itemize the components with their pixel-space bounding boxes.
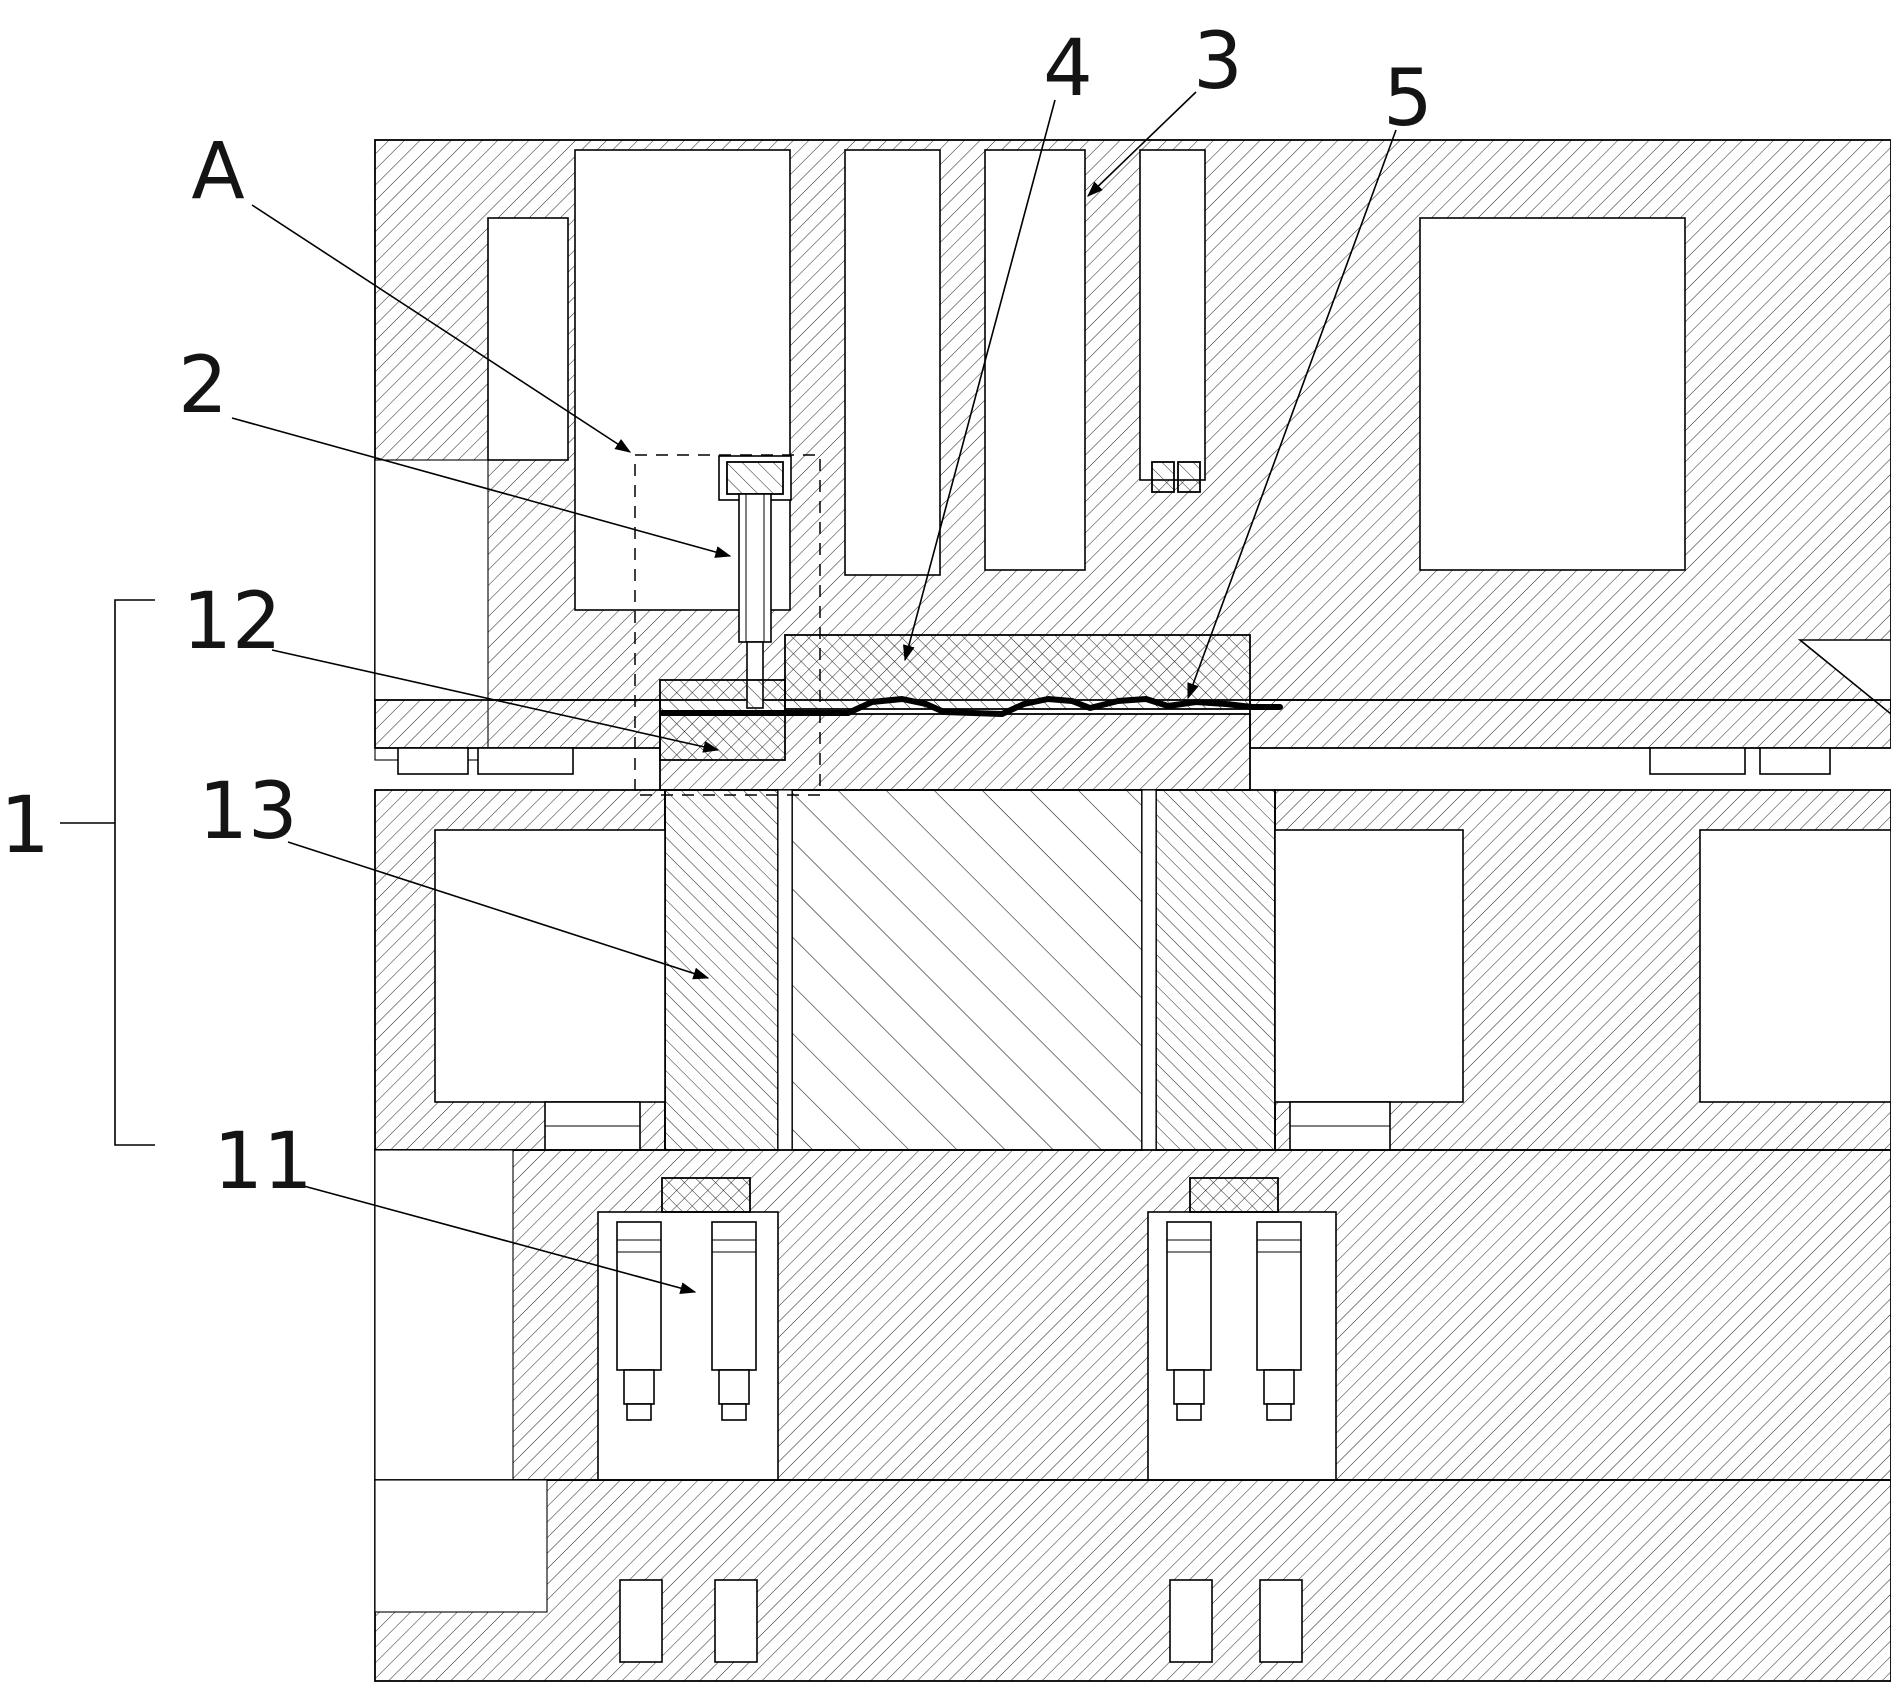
leader-part-11	[299, 1184, 697, 1294]
label-part-5: 5	[1383, 54, 1433, 144]
bolt-head	[1151, 461, 1175, 493]
label-part-3: 3	[1193, 17, 1243, 107]
label-part-2: 2	[178, 341, 228, 431]
label-detail-a: A	[191, 127, 244, 217]
upper-pocket	[1139, 149, 1206, 481]
bolt-head	[1177, 461, 1201, 493]
pressure-pad	[661, 1177, 751, 1213]
through-hole	[619, 1579, 663, 1663]
through-hole	[1169, 1579, 1213, 1663]
leader-lines	[231, 91, 1397, 1294]
wear-plate	[477, 747, 574, 775]
forming-inserts	[659, 634, 1283, 791]
chamfer-corner	[1797, 639, 1891, 716]
leader-part-3	[1087, 91, 1197, 197]
formed-sheet-part	[659, 696, 1283, 717]
upper-pocket	[1419, 217, 1686, 571]
label-part-11: 11	[213, 1117, 312, 1207]
pressure-pad	[1189, 1177, 1279, 1213]
screw-head	[726, 461, 784, 495]
punch-insert	[784, 634, 1251, 710]
leader-part-4	[902, 99, 1056, 662]
leader-detail-a	[251, 204, 632, 453]
through-hole	[714, 1579, 758, 1663]
wear-plate	[1759, 747, 1831, 775]
die-insert	[659, 713, 1251, 791]
spring-pin	[1256, 1221, 1302, 1421]
part-1-bracket	[60, 599, 155, 1146]
lower-pocket	[1699, 829, 1891, 1103]
upper-die-assembly	[374, 139, 1891, 761]
leader-part-13	[287, 841, 710, 980]
upper-pocket	[984, 149, 1086, 571]
detail-a-box	[634, 454, 821, 796]
lower-pocket	[434, 829, 666, 1103]
spring-pin	[1166, 1221, 1212, 1421]
screw-shank	[738, 493, 772, 643]
wear-plate	[397, 747, 469, 775]
leader-part-2	[231, 417, 732, 558]
spring-pin	[711, 1221, 757, 1421]
wear-plate	[1649, 747, 1746, 775]
lower-die-assembly	[374, 789, 1891, 1682]
spring-pin	[616, 1221, 662, 1421]
upper-pocket	[487, 217, 569, 461]
label-part-1: 1	[0, 781, 50, 871]
center-punch-column	[791, 789, 1143, 1151]
label-part-4: 4	[1043, 24, 1093, 114]
leader-part-5	[1187, 129, 1397, 700]
label-part-12: 12	[182, 577, 281, 667]
leader-part-12	[271, 649, 720, 753]
callout-labels: A 2 12 1 13 11 4 3 5	[0, 17, 1433, 1207]
upper-pocket	[844, 149, 941, 576]
blank-holder-flanges	[374, 699, 1891, 775]
through-hole	[1259, 1579, 1303, 1663]
label-part-13: 13	[198, 767, 297, 857]
lower-pocket	[1274, 829, 1464, 1103]
